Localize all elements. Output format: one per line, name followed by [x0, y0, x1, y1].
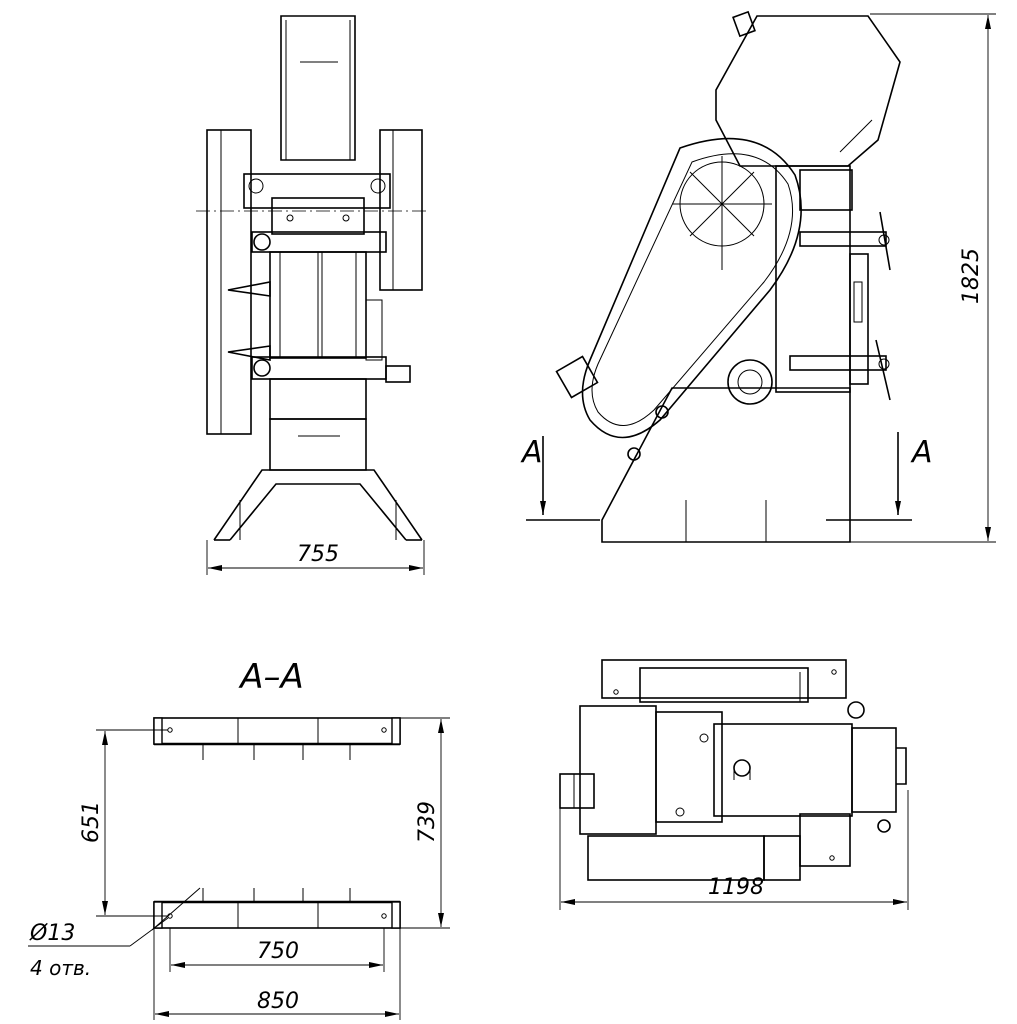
hole-count: 4 отв.	[30, 956, 91, 980]
section-outer-width-dim: 850	[257, 989, 299, 1014]
side-height-dim: 1825	[959, 248, 984, 304]
front-width-dim: 755	[297, 542, 339, 567]
section-view: A–A Ø13 4 отв. 651	[28, 657, 450, 1020]
section-inner-width-dim: 750	[257, 939, 299, 964]
section-title: A–A	[238, 657, 304, 697]
top-view: 1198	[559, 659, 909, 910]
side-view: A A 1825	[520, 10, 996, 543]
section-inner-depth-dim: 651	[79, 801, 104, 843]
top-length-dim: 1198	[708, 875, 764, 900]
section-outer-depth-dim: 739	[415, 801, 440, 843]
section-mark-left: A	[520, 435, 543, 470]
section-mark-right: A	[910, 435, 933, 470]
hole-diameter: Ø13	[29, 921, 75, 946]
front-view: 755	[196, 15, 430, 575]
